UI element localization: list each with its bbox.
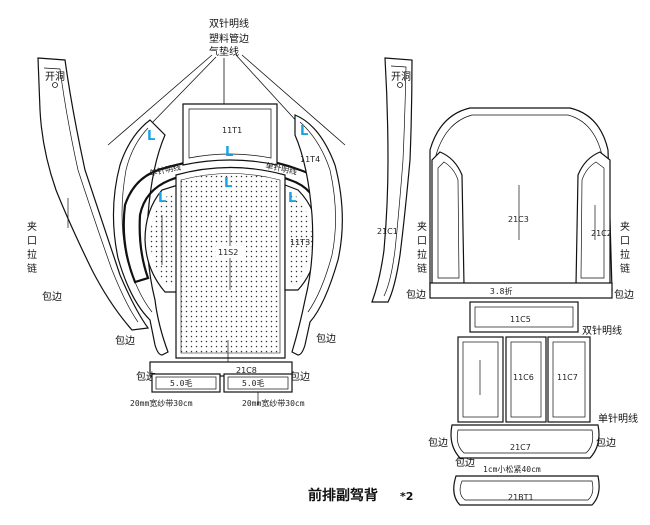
piece-11S2 [175, 166, 286, 370]
code-11T1: 11T1 [222, 126, 242, 135]
label-baobian-r1: 包边 [406, 288, 426, 301]
code-21C7: 21C7 [510, 443, 531, 452]
l-mark-right-insert: L [288, 191, 296, 206]
piece-21C1-wing [431, 151, 465, 286]
label-single-stitch: 单针明线 [598, 412, 638, 425]
code-21BT1: 21BT1 [508, 493, 534, 502]
label-gauze-right: 20mm宽纱带30cm [242, 398, 305, 408]
piece-21BT1 [453, 475, 600, 506]
code-21C1: 21C1 [377, 227, 398, 236]
piece-left-insert [144, 184, 179, 293]
piece-11T4 [291, 114, 343, 356]
piece-mao-left [151, 373, 221, 393]
label-jiakou-left-2: 口 [27, 236, 37, 247]
label-jiakou-right-4: 链 [417, 262, 427, 275]
piece-21C7 [450, 424, 600, 459]
piece-21C1 [371, 57, 413, 303]
code-21C3: 21C3 [508, 215, 529, 224]
code-21C8: 21C8 [236, 366, 257, 375]
piece-21C3 [429, 107, 613, 291]
code-11T3: 11T3 [290, 238, 310, 247]
l-mark-top: L [225, 145, 233, 160]
piece-11C6 [505, 336, 547, 423]
label-jiakou-right-3: 拉 [417, 248, 427, 261]
label-double-stitch: 双针明线 [582, 324, 622, 337]
label-jiakou-left-4: 链 [27, 262, 37, 275]
label-jiakou-far-right-2: 口 [620, 236, 630, 247]
code-11C6: 11C6 [513, 373, 534, 382]
piece-fold-strip [429, 282, 613, 299]
code-11S2: 11S2 [218, 248, 238, 257]
code-11C5: 11C5 [510, 315, 531, 324]
label-gauze-left: 20mm宽纱带30cm [130, 398, 193, 408]
label-baobian-r2: 包边 [614, 288, 634, 301]
label-baobian-mid-right: 包边 [316, 332, 336, 345]
piece-left-side-strip [37, 57, 150, 331]
code-bg-11S2 [216, 246, 246, 258]
label-jiakou-right-2: 口 [417, 236, 427, 247]
l-mark-left-insert: L [158, 191, 166, 206]
label-baobian-c7-left: 包边 [428, 436, 448, 449]
label-elastic: 1cm小松紧40cm [483, 464, 541, 474]
hole-marker [52, 82, 58, 88]
label-baobian-left-1: 包边 [42, 290, 62, 303]
code-11C7-upper: 11C7 [557, 373, 578, 382]
piece-11T3 [284, 184, 319, 291]
label-mao-right: 5.0毛 [242, 378, 264, 388]
top-note-line-3: 气垫线 [209, 45, 239, 58]
top-note-line-2: 塑料管边 [209, 32, 249, 45]
label-jiakou-far-right-4: 链 [620, 262, 630, 275]
l-mark-right: L [300, 124, 308, 139]
label-baobian-c8-right: 包边 [290, 370, 310, 383]
hole-marker-right [397, 82, 403, 88]
piece-11C6-left [457, 336, 504, 423]
l-mark-center: L [224, 176, 232, 191]
label-jiakou-far-right-1: 夹 [620, 220, 630, 233]
code-11T4: 11T4 [300, 155, 320, 164]
leader-lines [107, 54, 346, 146]
label-mao-left: 5.0毛 [170, 378, 192, 388]
top-note-line-1: 双针明线 [209, 17, 249, 30]
piece-11C7-upper [547, 336, 591, 423]
label-jiakou-left-3: 拉 [27, 248, 37, 261]
label-kaidong-left: 开洞 [45, 71, 65, 83]
label-kaidong-right: 开洞 [391, 71, 411, 83]
label-jiakou-far-right-3: 拉 [620, 248, 630, 261]
l-mark-left: L [147, 129, 155, 144]
piece-21C2 [575, 151, 611, 286]
page-title: 前排副驾背 [308, 487, 378, 504]
label-baobian-c7-bottom: 包边 [455, 456, 475, 469]
label-jiakou-left-1: 夹 [27, 220, 37, 233]
page-title-qty: *2 [400, 490, 413, 503]
piece-11T1 [182, 103, 278, 166]
label-baobian-left-2: 包边 [115, 334, 135, 347]
code-21C2: 21C2 [591, 229, 612, 238]
piece-21C8 [149, 361, 293, 377]
piece-11C5 [469, 301, 579, 333]
label-fold: 3.8折 [490, 286, 512, 296]
label-jiakou-right-1: 夹 [417, 220, 427, 233]
label-baobian-c7-right: 包边 [596, 436, 616, 449]
label-baobian-c8-left: 包边 [136, 370, 156, 383]
